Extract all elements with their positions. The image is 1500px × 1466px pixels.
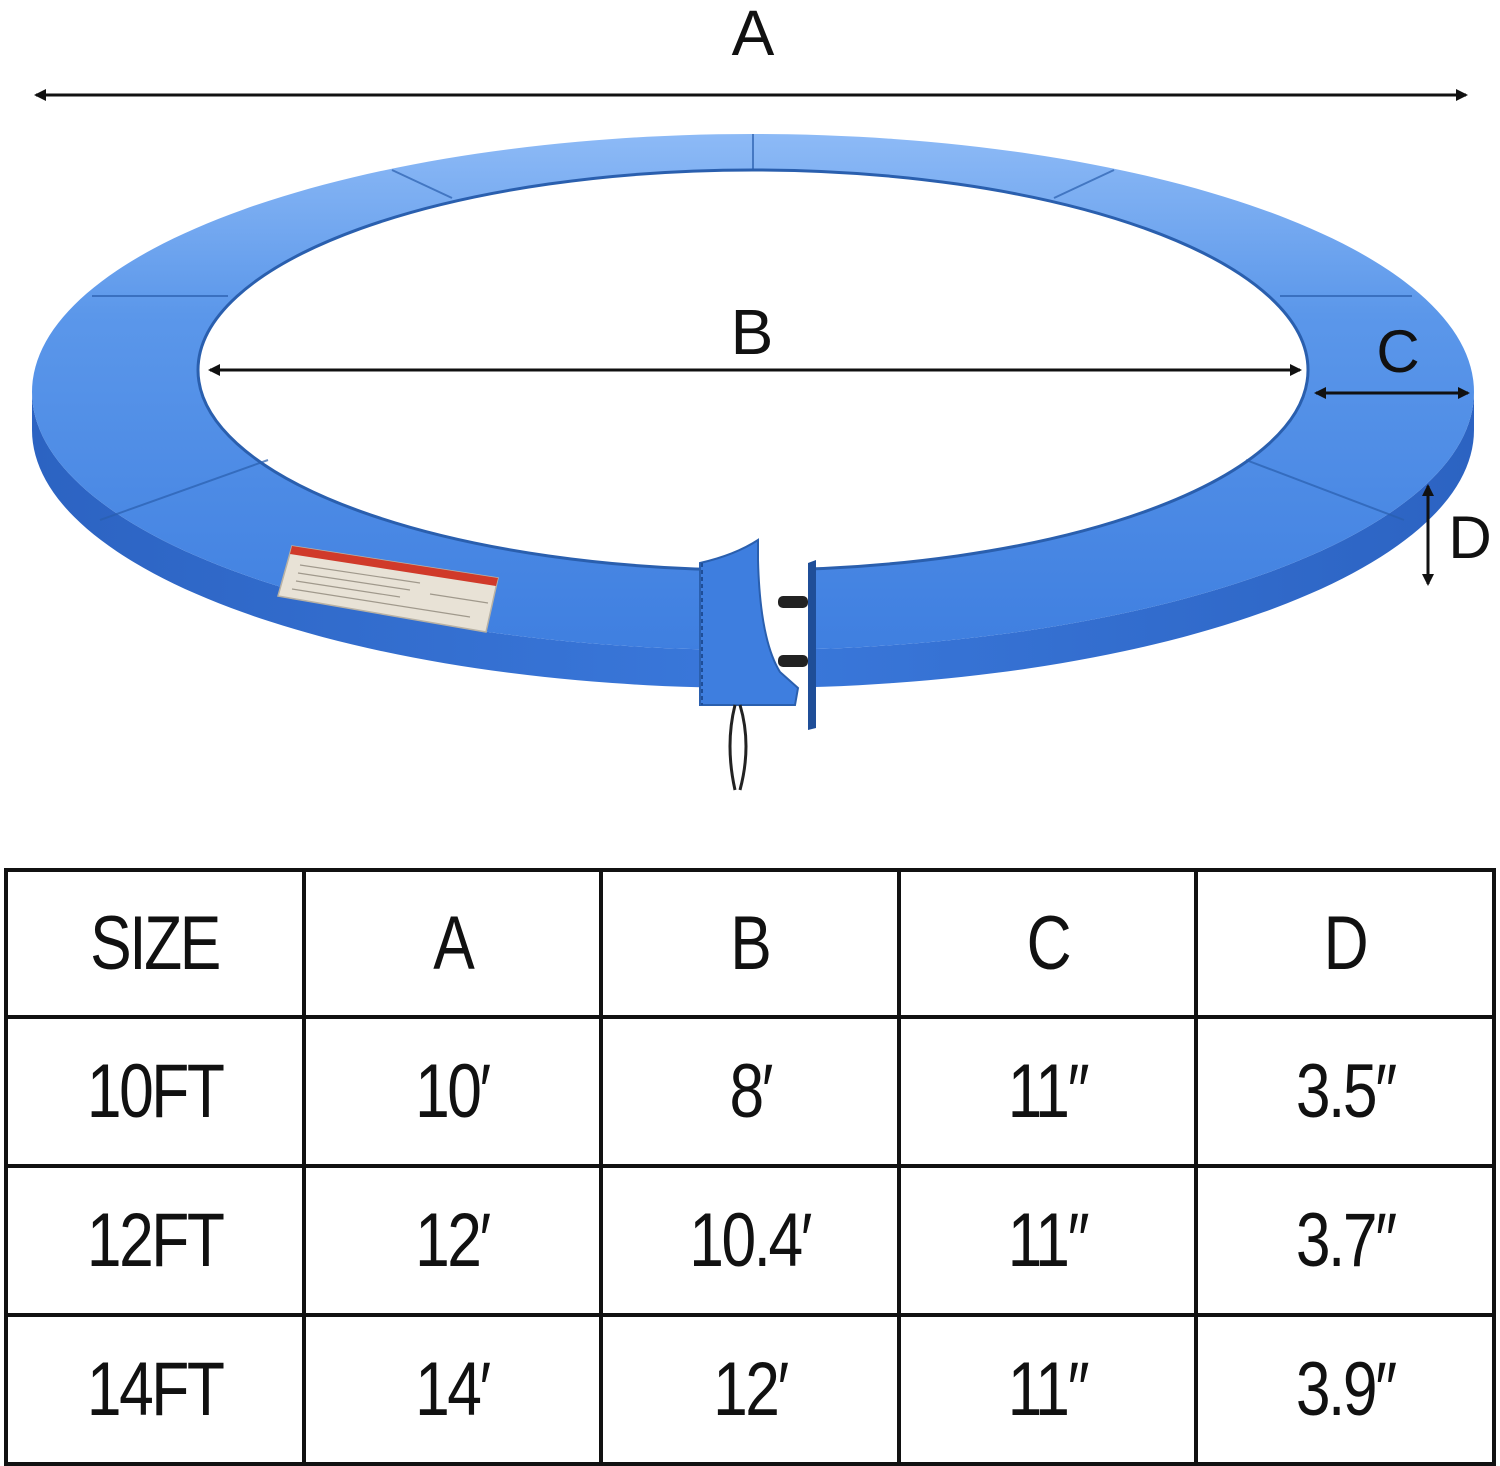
table-cell: 3.9″: [1194, 1313, 1496, 1466]
size-chart-table: SIZE A B C D 10FT 10′ 8′ 11″ 3.5″ 12FT 1…: [4, 868, 1496, 1466]
table-cell: 14′: [301, 1313, 604, 1466]
pad-open-flap: [699, 538, 800, 706]
warning-label: [277, 545, 499, 633]
table-cell: 10.4′: [599, 1164, 901, 1317]
table-cell: 8′: [599, 1015, 901, 1168]
label-pad-width: C: [1376, 318, 1419, 385]
label-outer-diameter: A: [732, 0, 775, 69]
table-cell: 14FT: [4, 1313, 306, 1466]
table-cell: 11″: [896, 1313, 1199, 1466]
table-header-row: SIZE A B C D: [4, 868, 1496, 1019]
header-a: A: [301, 868, 604, 1019]
strap-icons: [778, 596, 808, 667]
table-cell: 12FT: [4, 1164, 306, 1317]
table-cell: 10′: [301, 1015, 604, 1168]
table-cell: 11″: [896, 1164, 1199, 1317]
label-inner-diameter: B: [731, 296, 774, 368]
header-d: D: [1194, 868, 1496, 1019]
label-pad-thickness: D: [1448, 504, 1491, 571]
header-c: C: [896, 868, 1199, 1019]
table-row: 10FT 10′ 8′ 11″ 3.5″: [4, 1015, 1496, 1168]
pad-seams: [92, 134, 1412, 521]
table-cell: 3.7″: [1194, 1164, 1496, 1317]
table-cell: 12′: [301, 1164, 604, 1317]
table-cell: 10FT: [4, 1015, 306, 1168]
trampoline-pad-diagram: A B C D: [32, 0, 1492, 791]
table-row: 12FT 12′ 10.4′ 11″ 3.7″: [4, 1164, 1496, 1317]
pad-cut-face: [808, 560, 816, 730]
table-cell: 11″: [896, 1015, 1199, 1168]
table-row: 14FT 14′ 12′ 11″ 3.9″: [4, 1313, 1496, 1466]
bungee-cord-icon: [728, 704, 748, 791]
header-size: SIZE: [4, 868, 306, 1019]
header-b: B: [599, 868, 901, 1019]
table-cell: 12′: [599, 1313, 901, 1466]
table-cell: 3.5″: [1194, 1015, 1496, 1168]
